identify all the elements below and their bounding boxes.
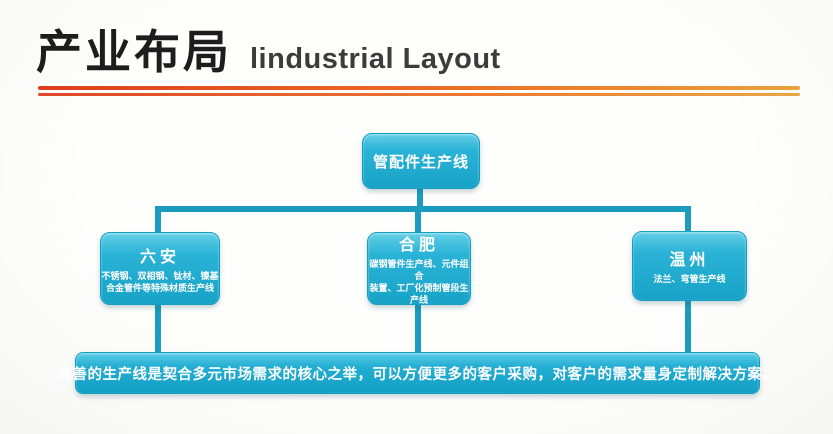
connector-wenzhou-top	[685, 206, 691, 234]
connector-hefei-top	[415, 206, 421, 234]
connector-luan-top	[155, 206, 161, 234]
node-hefei-name: 合肥	[398, 236, 439, 254]
connector-luan-bottom	[155, 301, 161, 354]
page-title: 产业布局 lindustrial Layout	[36, 16, 501, 82]
node-wenzhou: 温州 法兰、弯管生产线	[632, 231, 747, 301]
node-luan-desc: 不锈钢、双相钢、钛材、镍基 合金管件等特殊材质生产线	[101, 270, 218, 294]
node-hefei-desc-line2: 装置、工厂化预制管段生产线	[369, 283, 469, 306]
connector-hefei-bottom	[415, 301, 421, 354]
node-root-label: 管配件生产线	[372, 153, 469, 171]
summary-text: 完善的生产线是契合多元市场需求的核心之举，可以方便更多的客户采购，对客户的需求量…	[57, 366, 778, 383]
node-hefei-desc-line1: 碳钢管件生产线、元件组合	[369, 258, 469, 281]
node-luan-desc-line1: 不锈钢、双相钢、钛材、镍基	[101, 270, 219, 281]
node-wenzhou-desc-line1: 法兰、弯管生产线	[653, 274, 726, 285]
divider-line-bottom	[38, 93, 800, 96]
node-luan: 六安 不锈钢、双相钢、钛材、镍基 合金管件等特殊材质生产线	[100, 232, 220, 305]
title-chinese: 产业布局	[36, 26, 232, 78]
connector-wenzhou-bottom	[685, 301, 691, 354]
node-luan-desc-line2: 合金管件等特殊材质生产线	[105, 283, 214, 293]
title-divider	[38, 86, 800, 96]
connector-root-down	[417, 185, 423, 211]
title-english: lindustrial Layout	[250, 43, 501, 75]
node-wenzhou-desc: 法兰、弯管生产线	[653, 273, 725, 285]
node-hefei-desc: 碳钢管件生产线、元件组合 装置、工厂化预制管段生产线	[368, 258, 470, 307]
divider-line-top	[38, 86, 800, 90]
connector-horizontal	[155, 206, 691, 212]
summary-bar: 完善的生产线是契合多元市场需求的核心之举，可以方便更多的客户采购，对客户的需求量…	[58, 352, 777, 394]
node-luan-name: 六安	[139, 248, 180, 266]
node-root-pipe-fittings-line: 管配件生产线	[362, 133, 480, 189]
node-wenzhou-name: 温州	[669, 252, 710, 270]
node-hefei: 合肥 碳钢管件生产线、元件组合 装置、工厂化预制管段生产线	[367, 232, 471, 305]
